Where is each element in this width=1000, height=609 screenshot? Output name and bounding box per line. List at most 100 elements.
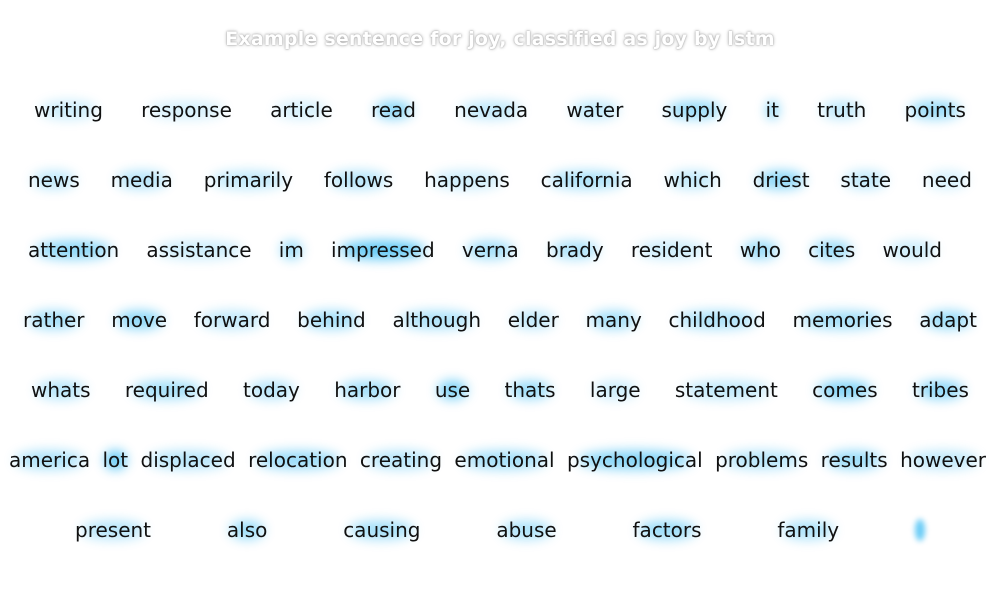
word-token: creating [359, 448, 443, 472]
attention-highlight [15, 451, 84, 469]
attention-highlight [916, 381, 965, 399]
attention-highlight [430, 171, 503, 189]
attention-highlight [570, 101, 619, 119]
word-token: results [820, 448, 888, 472]
word-token: statement [674, 378, 778, 402]
attention-highlight [460, 101, 523, 119]
attention-highlight [800, 311, 885, 329]
word-token: attention [28, 238, 120, 262]
attention-highlight [593, 381, 637, 399]
word-token: psychological [566, 448, 703, 472]
word-token: displaced [140, 448, 236, 472]
word-token: nevada [454, 98, 529, 122]
attention-highlight [104, 451, 127, 469]
attention-highlight [256, 451, 340, 469]
attention-highlight [339, 241, 427, 259]
word-token: harbor [334, 378, 401, 402]
word-token: rather [23, 308, 85, 332]
word-token: supply [661, 98, 728, 122]
word-token: required [124, 378, 209, 402]
word-token: adapt [919, 308, 977, 332]
word-token: lot [102, 448, 129, 472]
word-token: primarily [203, 168, 294, 192]
attention-highlight [638, 521, 696, 539]
word-token: family [777, 518, 840, 542]
word-token: also [226, 518, 268, 542]
word-token: tribes [911, 378, 969, 402]
word-token: large [589, 378, 641, 402]
attention-highlight [339, 381, 396, 399]
word-token: it [765, 98, 779, 122]
attention-highlight [821, 101, 863, 119]
word-token: elder [507, 308, 559, 332]
word-token: response [141, 98, 232, 122]
word-row: whats required today harbor use thats large sta… [0, 370, 1000, 410]
attention-highlight [923, 311, 973, 329]
attention-highlight [27, 311, 80, 329]
word-token: news [28, 168, 80, 192]
attention-highlight [148, 451, 229, 469]
word-token: happens [424, 168, 510, 192]
attention-highlight [906, 451, 980, 469]
attention-highlight [115, 171, 168, 189]
attention-highlight [501, 521, 552, 539]
attention-highlight [548, 171, 626, 189]
word-token: writing [34, 98, 103, 122]
word-token: whats [31, 378, 91, 402]
attention-highlight [550, 241, 600, 259]
attention-highlight [637, 241, 706, 259]
word-token: would [882, 238, 942, 262]
attention-highlight [826, 451, 883, 469]
word-token: childhood [668, 308, 766, 332]
word-token: driest [752, 168, 810, 192]
word-token: follows [323, 168, 394, 192]
attention-highlight [230, 521, 265, 539]
word-token: state [840, 168, 892, 192]
word-token: verna [461, 238, 519, 262]
attention-highlight [914, 519, 925, 541]
attention-highlight [722, 451, 801, 469]
attention-highlight [81, 521, 145, 539]
attention-highlight [577, 451, 692, 469]
attention-highlight [811, 241, 852, 259]
word-token: water [566, 98, 624, 122]
attention-highlight [782, 521, 835, 539]
attention-highlight [466, 241, 515, 259]
attention-highlight [683, 381, 770, 399]
word-token: resident [630, 238, 713, 262]
word-token: assistance [146, 238, 252, 262]
word-token: relocation [248, 448, 348, 472]
attention-highlight [742, 241, 778, 259]
attention-highlight [676, 311, 758, 329]
word-token: although [392, 308, 482, 332]
attention-highlight [247, 381, 296, 399]
attention-highlight [511, 311, 555, 329]
word-token: today [243, 378, 300, 402]
attention-highlight [766, 101, 778, 119]
word-token: impressed [331, 238, 435, 262]
attention-highlight [131, 381, 202, 399]
word-token: problems [715, 448, 809, 472]
word-token: use [434, 378, 471, 402]
word-token: read [370, 98, 416, 122]
word-token [914, 518, 925, 542]
word-token: present [75, 518, 152, 542]
attention-highlight [199, 311, 265, 329]
attention-highlight [275, 101, 328, 119]
attention-highlight [154, 241, 244, 259]
attention-highlight [366, 451, 436, 469]
word-token: media [110, 168, 173, 192]
word-token: california [540, 168, 633, 192]
word-token: causing [343, 518, 421, 542]
attention-highlight [280, 241, 302, 259]
attention-highlight [374, 101, 413, 119]
word-token: thats [504, 378, 556, 402]
word-token: many [585, 308, 642, 332]
word-token: which [663, 168, 722, 192]
